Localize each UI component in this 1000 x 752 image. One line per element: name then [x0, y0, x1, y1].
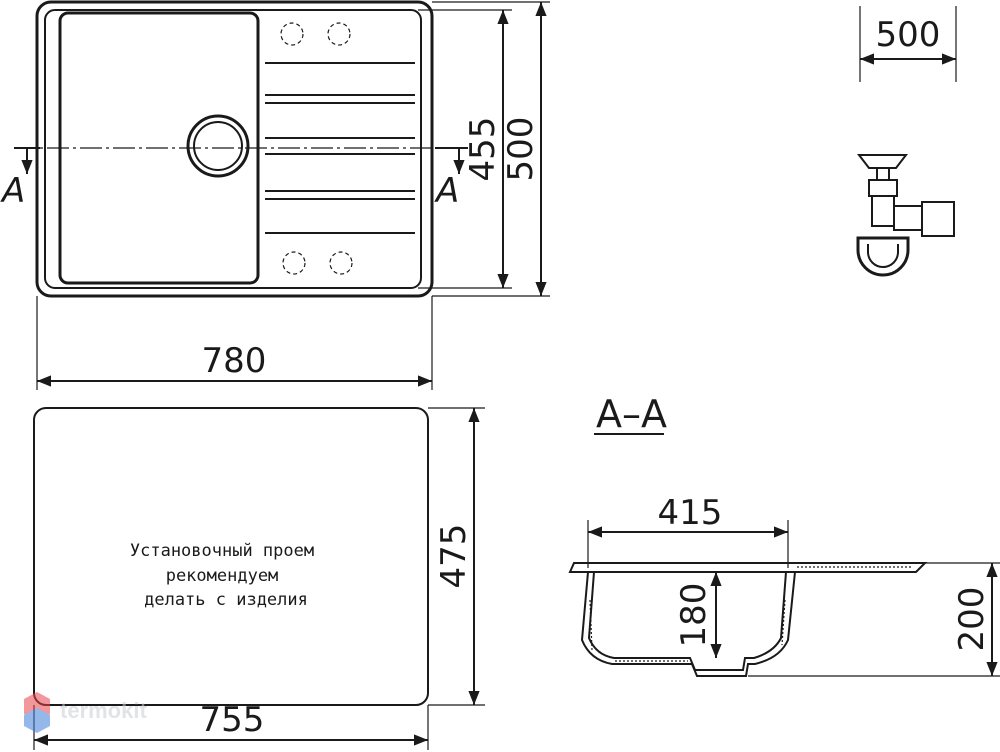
dimension-siphon-width: 500 [859, 6, 957, 82]
cutout-note-line2: рекомендуем [166, 566, 279, 586]
sink-outer-contour [35, 0, 434, 298]
dimension-outer-height: 500 [432, 1, 550, 297]
watermark-text: termokit [60, 698, 147, 723]
section-title: A–A [596, 392, 667, 436]
dimension-label-500: 500 [501, 117, 541, 182]
cutout-view: Установочный проем рекомендуем делать с … [33, 407, 429, 706]
dimension-label-200: 200 [952, 587, 992, 652]
dimension-label-455: 455 [463, 117, 503, 182]
siphon-icon [856, 154, 955, 277]
drainer-grooves [265, 62, 415, 234]
dimension-bowl-depth: 180 [674, 572, 722, 658]
cutout-note-line3: делать с изделия [144, 590, 308, 610]
section-marker-left: A [0, 171, 25, 211]
sink-inner-contour [44, 9, 422, 289]
drain-inner-ring [193, 121, 243, 171]
dimension-inner-height: 455 [418, 9, 512, 289]
dimension-cutout-height: 475 [428, 407, 485, 706]
cutout-note-line1: Установочный проем [130, 541, 314, 561]
dimension-total-depth: 200 [748, 562, 1000, 677]
dimension-cutout-width: 755 [33, 700, 429, 750]
dimension-label-415: 415 [658, 493, 723, 533]
dimension-label-475: 475 [434, 524, 474, 589]
tap-hole-markers [280, 22, 353, 275]
dimension-label-180: 180 [674, 583, 714, 648]
dimension-label-siphon-500: 500 [876, 15, 941, 55]
watermark-logo: termokit [24, 692, 147, 733]
drain-outer-ring [186, 114, 250, 178]
sink-top-view: A A [0, 0, 468, 298]
cutout-contour [33, 407, 429, 706]
sink-section-profile [568, 562, 928, 677]
dimension-label-755: 755 [200, 700, 265, 740]
dimension-top-width: 780 [36, 296, 433, 390]
section-marker-right: A [434, 171, 459, 211]
dimension-label-780: 780 [202, 341, 267, 381]
dimension-bowl-width: 415 [587, 493, 789, 568]
